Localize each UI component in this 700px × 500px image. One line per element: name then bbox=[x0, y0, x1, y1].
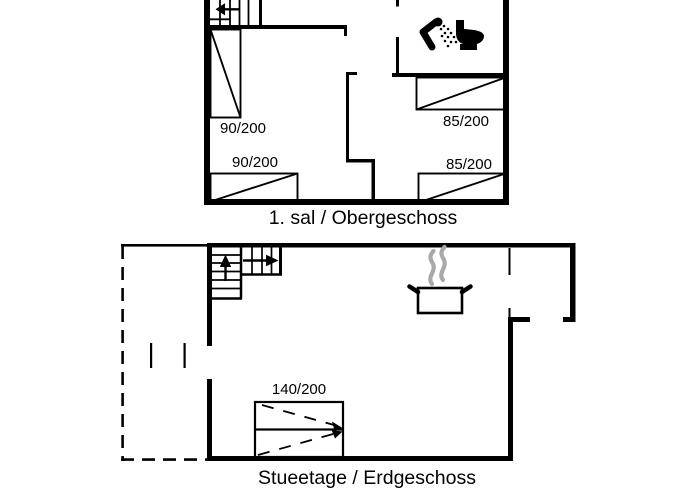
toilet-icon bbox=[456, 20, 484, 50]
bed-label-ground-double: 140/200 bbox=[271, 381, 327, 398]
ground-floor-caption: Stueetage / Erdgeschoss bbox=[258, 467, 476, 489]
steam-icon bbox=[428, 244, 447, 287]
stairs-down-arrow-icon bbox=[215, 3, 240, 16]
bed-upper-bottom-left bbox=[209, 172, 299, 203]
cooking-pot-icon bbox=[407, 284, 473, 315]
upper-floor-caption: 1. sal / Obergeschoss bbox=[268, 207, 458, 229]
upper-floor-plan bbox=[204, 0, 509, 205]
staircase-ground bbox=[210, 247, 282, 300]
staircase-upper bbox=[210, 0, 262, 25]
stairs-up-arrow-icon bbox=[219, 254, 279, 281]
ground-outer-walls bbox=[207, 243, 576, 461]
bed-label-upper-bottom-right: 85/200 bbox=[446, 156, 492, 173]
terrace-dashed-outline bbox=[121, 244, 208, 461]
bed-upper-bottom-right bbox=[417, 172, 507, 204]
bed-upper-top-left bbox=[209, 28, 242, 119]
terrace-door-marks bbox=[150, 343, 186, 368]
bed-ground-double bbox=[253, 400, 345, 459]
bed-upper-top-right bbox=[415, 76, 507, 111]
shower-icon bbox=[419, 17, 458, 51]
ground-floor-plan bbox=[121, 243, 576, 461]
bed-label-upper-bottom-left: 90/200 bbox=[232, 154, 278, 171]
upper-interior-walls bbox=[206, 0, 507, 202]
ground-interior-partition bbox=[508, 248, 511, 317]
bed-label-upper-top-left: 90/200 bbox=[220, 120, 266, 137]
bed-label-upper-top-right: 85/200 bbox=[443, 113, 489, 130]
